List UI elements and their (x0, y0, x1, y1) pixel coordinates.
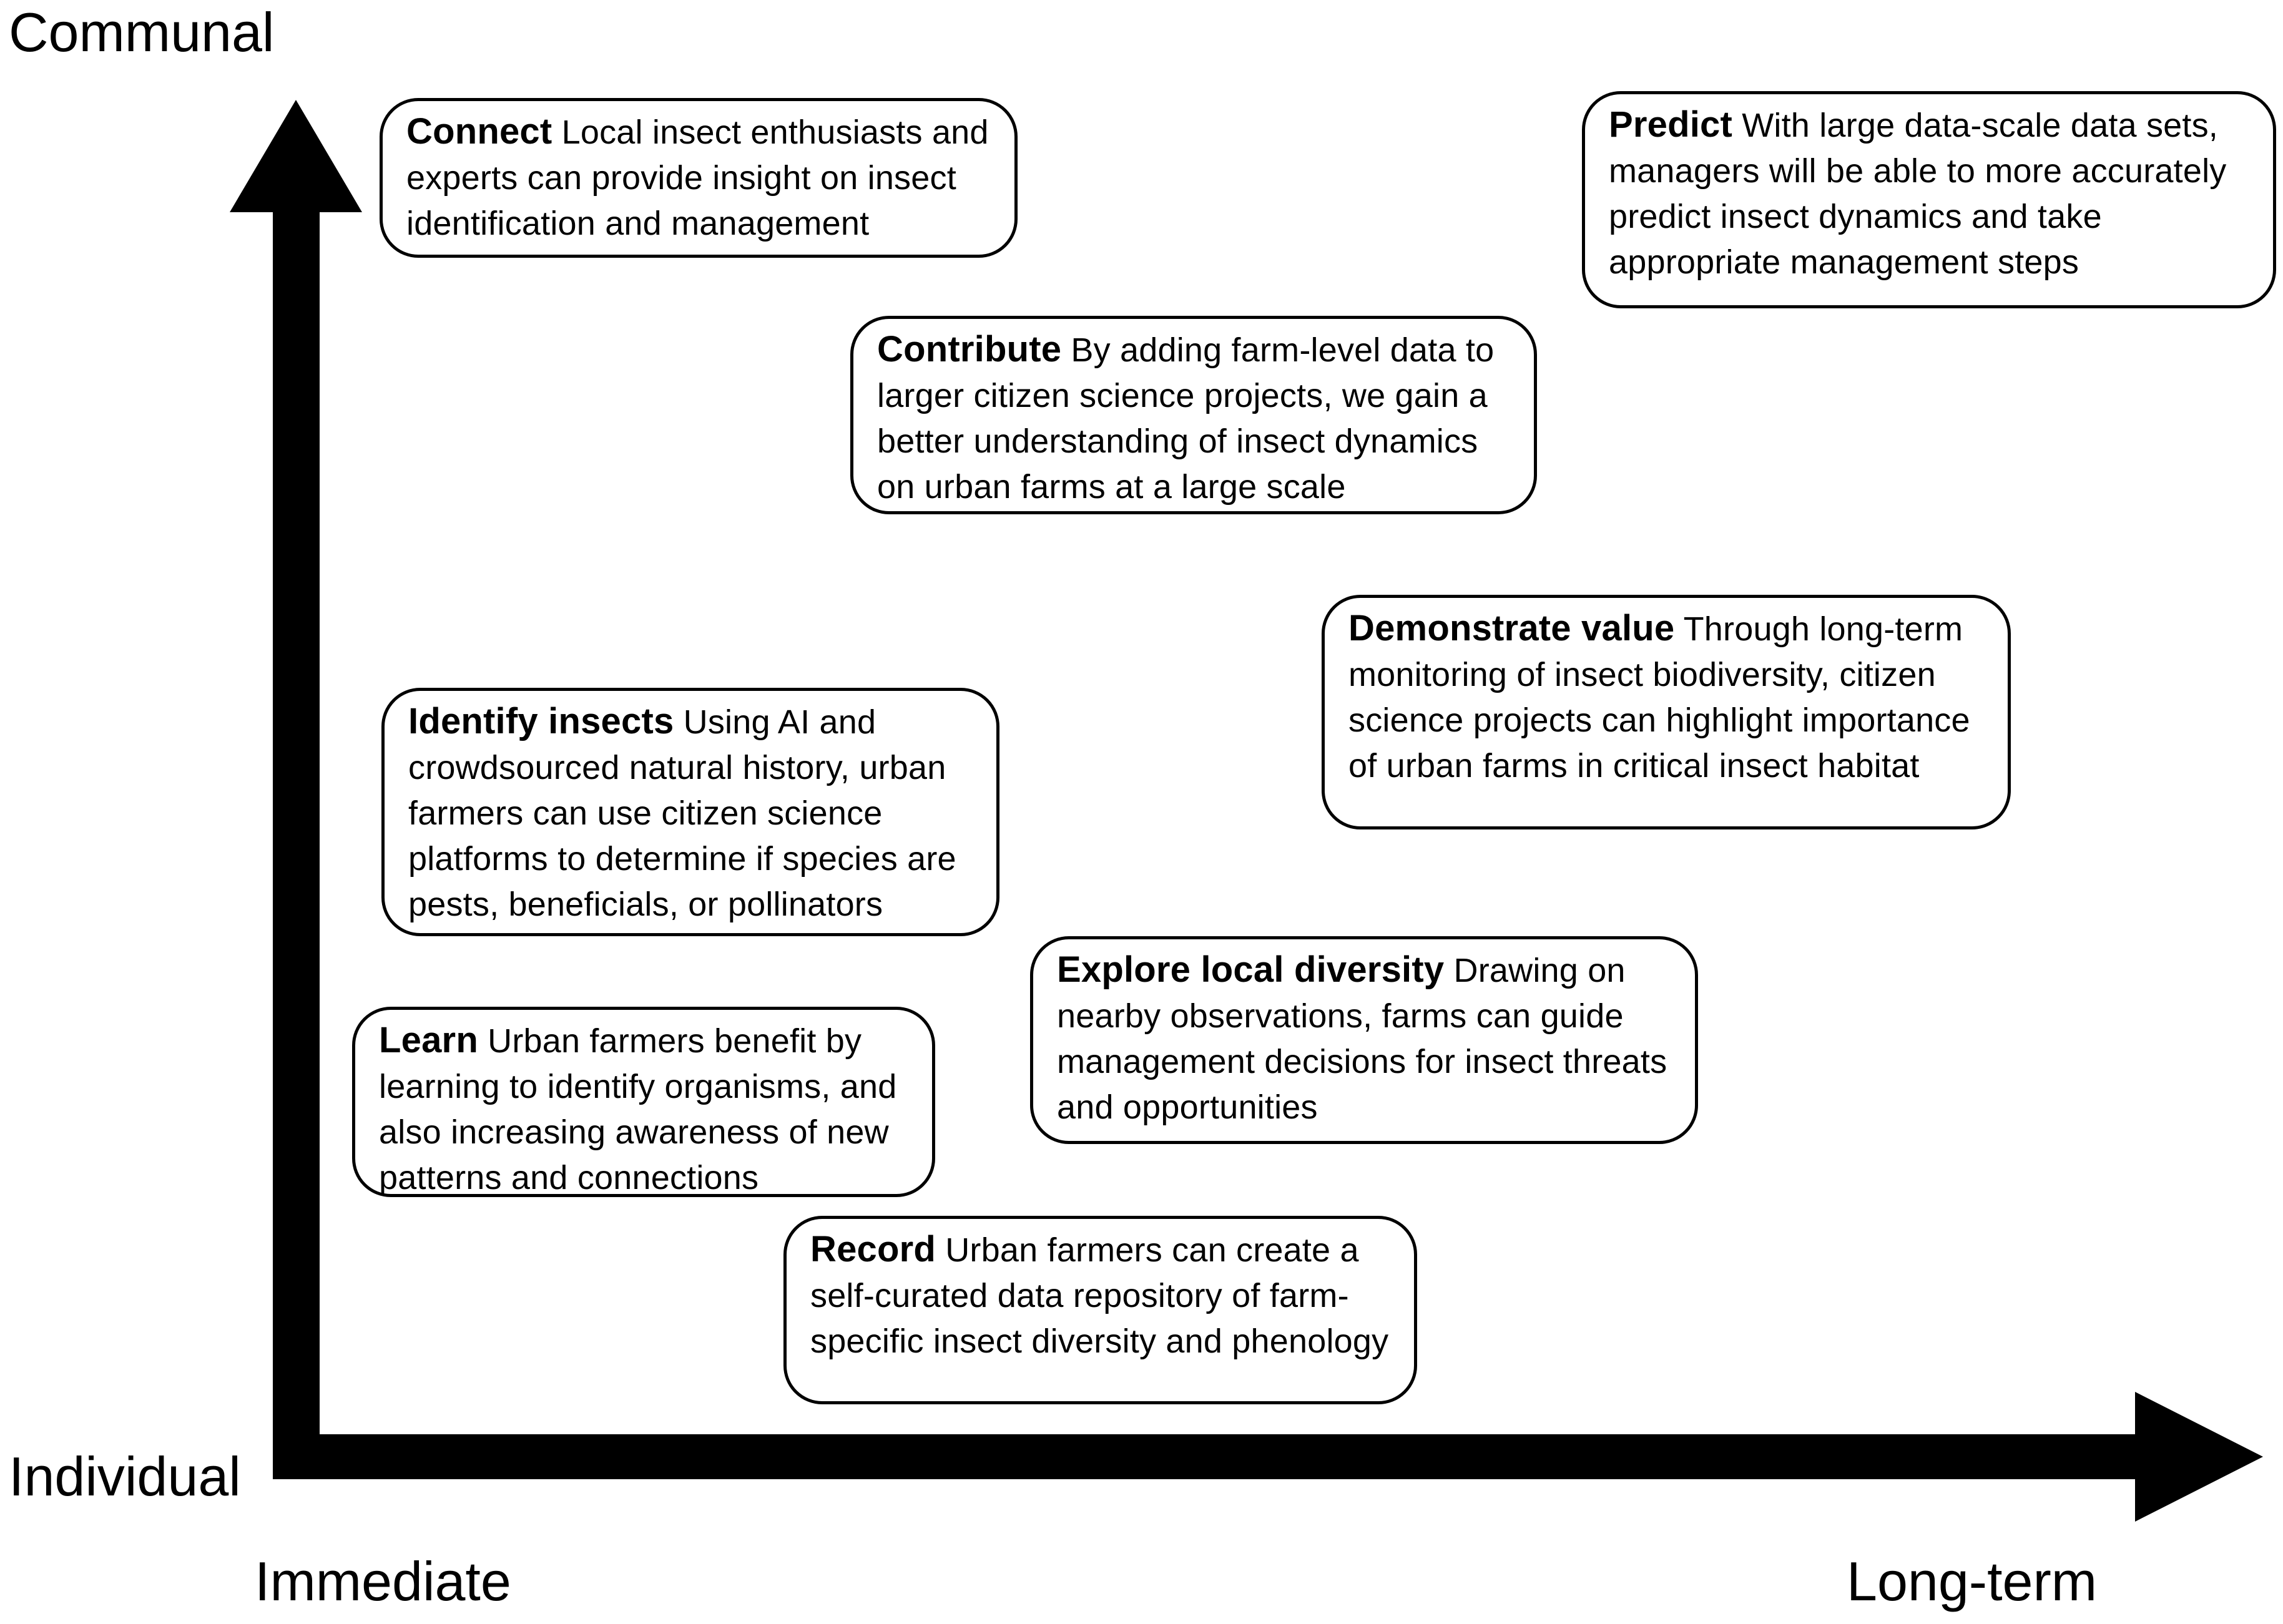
y-axis-shaft (273, 206, 320, 1479)
identify-insects-title: Identify insects (408, 701, 674, 741)
y-axis-top-label: Communal (9, 1, 275, 63)
identify-insects-text: Using AI and crowdsourced natural histor… (408, 703, 956, 923)
contribute-box: Contribute By adding farm-level data to … (850, 316, 1537, 514)
record-box: Record Urban farmers can create a self-c… (783, 1216, 1417, 1404)
demonstrate-value-title: Demonstrate value (1348, 608, 1675, 648)
contribute-title: Contribute (877, 329, 1062, 369)
explore-local-diversity-title: Explore local diversity (1057, 949, 1445, 990)
x-axis-shaft (273, 1434, 2146, 1479)
record-text: Urban farmers can create a self-curated … (810, 1231, 1389, 1360)
learn-box: Learn Urban farmers benefit by learning … (352, 1007, 935, 1197)
x-axis-arrowhead (2135, 1392, 2263, 1522)
contribute-text: By adding farm-level data to larger citi… (877, 331, 1495, 506)
predict-box: Predict With large data-scale data sets,… (1582, 91, 2276, 308)
learn-text: Urban farmers benefit by learning to ide… (379, 1022, 897, 1196)
connect-title: Connect (406, 111, 552, 152)
predict-text: With large data-scale data sets, manager… (1609, 107, 2227, 281)
record-title: Record (810, 1229, 936, 1269)
connect-text: Local insect enthusiasts and experts can… (406, 114, 989, 242)
learn-title: Learn (379, 1020, 478, 1060)
explore-local-diversity-text: Drawing on nearby observations, farms ca… (1057, 952, 1667, 1126)
identify-insects-box: Identify insects Using AI and crowdsourc… (381, 688, 999, 936)
y-axis-bottom-label: Individual (9, 1445, 241, 1507)
demonstrate-value-text: Through long-term monitoring of insect b… (1348, 610, 1970, 785)
x-axis-left-label: Immediate (255, 1550, 511, 1612)
predict-title: Predict (1609, 104, 1733, 145)
x-axis-right-label: Long-term (1847, 1550, 2098, 1612)
demonstrate-value-box: Demonstrate value Through long-term moni… (1322, 595, 2011, 829)
y-axis-arrowhead (230, 100, 362, 212)
explore-local-diversity-box: Explore local diversity Drawing on nearb… (1030, 936, 1698, 1144)
connect-box: Connect Local insect enthusiasts and exp… (380, 98, 1018, 258)
